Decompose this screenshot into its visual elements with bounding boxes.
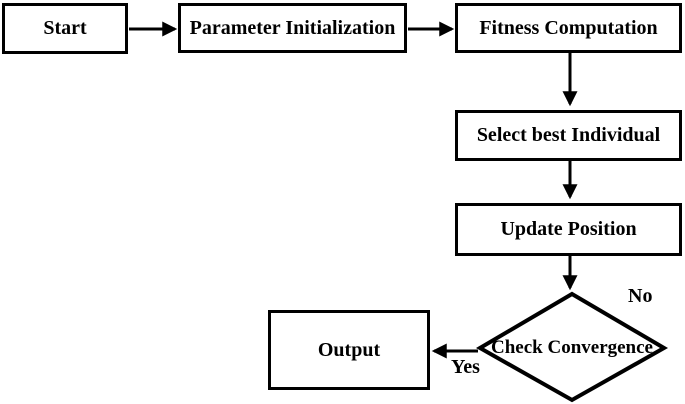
node-update-position-label: Update Position	[500, 218, 637, 240]
node-update-position: Update Position	[455, 203, 682, 256]
node-parameter-initialization: Parameter Initialization	[178, 3, 407, 53]
node-start-label: Start	[43, 17, 87, 39]
decision-diamond-shape	[475, 291, 669, 403]
node-output: Output	[268, 310, 430, 390]
node-select-best-individual: Select best Individual	[455, 110, 682, 161]
node-output-label: Output	[317, 338, 381, 361]
edge-label-yes: Yes	[451, 356, 480, 378]
node-check-convergence-label: Check Convergence	[491, 337, 653, 358]
node-check-convergence: Check Convergence	[480, 325, 664, 371]
node-fitness-computation: Fitness Computation	[455, 3, 682, 53]
node-parameter-initialization-label: Parameter Initialization	[189, 16, 396, 39]
edge-label-no: No	[628, 285, 653, 307]
node-start: Start	[2, 3, 128, 54]
node-select-best-individual-label: Select best Individual	[476, 124, 661, 146]
node-fitness-computation-label: Fitness Computation	[479, 16, 658, 39]
